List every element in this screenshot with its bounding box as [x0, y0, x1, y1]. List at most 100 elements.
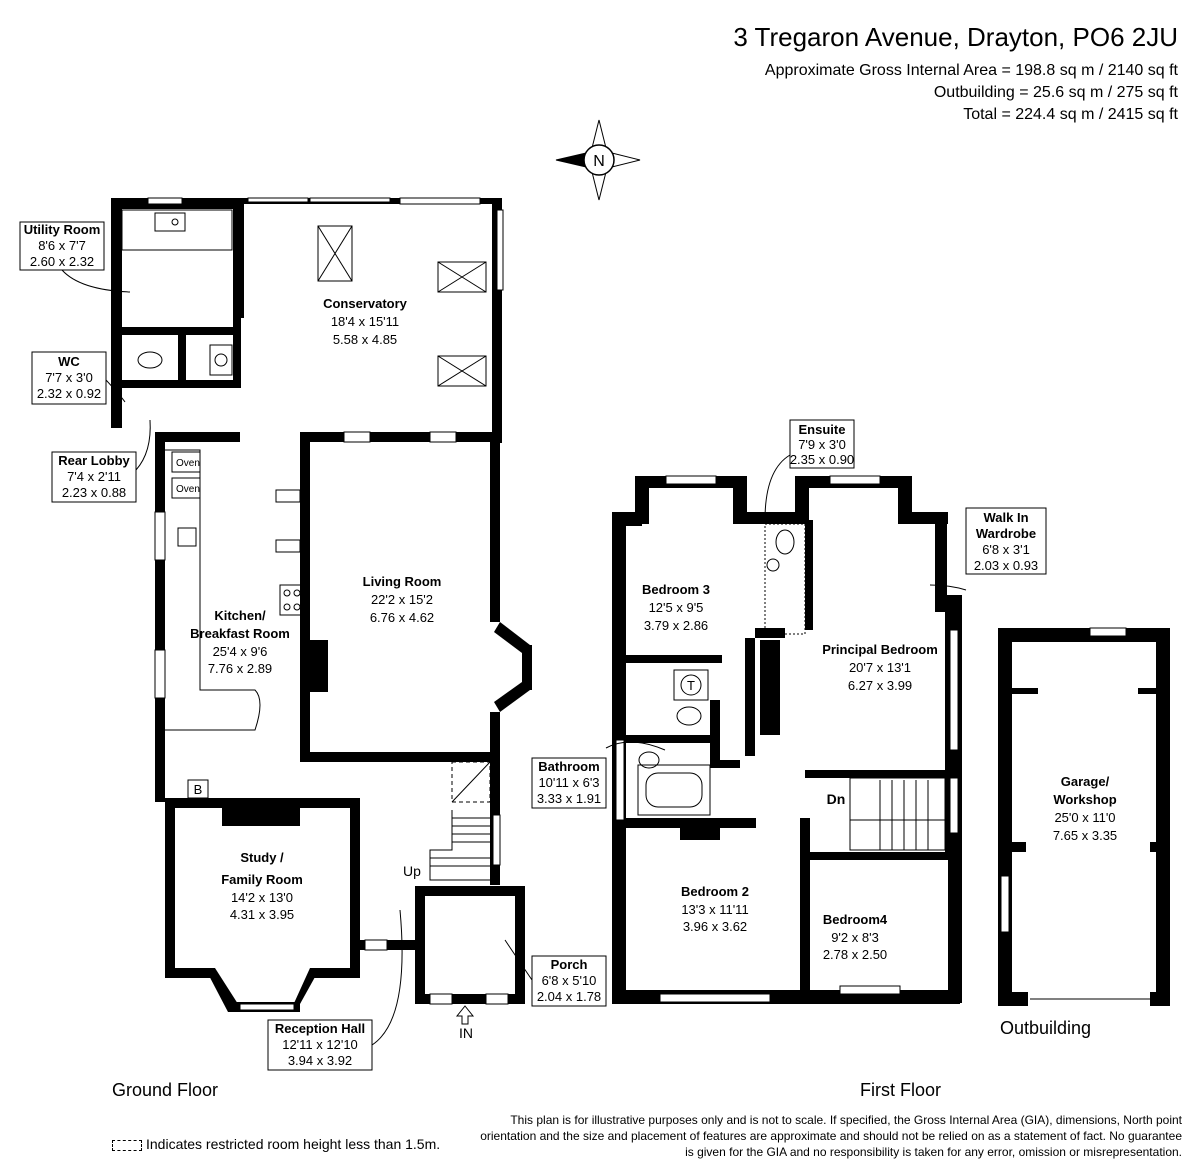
room-label-wc: WC 7'7 x 3'0 2.32 x 0.92	[31, 351, 107, 405]
reception-imperial: 12'11 x 12'10	[282, 1037, 358, 1052]
reception-metric: 3.94 x 3.92	[288, 1053, 352, 1068]
total-area: Total = 224.4 sq m / 2415 sq ft	[963, 106, 1178, 123]
garage-name-2: Workshop	[1053, 792, 1116, 807]
bed4-metric: 2.78 x 2.50	[823, 947, 887, 962]
walkin-imperial: 6'8 x 3'1	[982, 542, 1030, 557]
outbuilding-walls	[998, 627, 1170, 1006]
conservatory-metric: 5.58 x 4.85	[333, 332, 397, 347]
room-label-bed3: Bedroom 3 12'5 x 9'5 3.79 x 2.86	[642, 582, 710, 633]
room-label-bathroom: Bathroom 10'11 x 6'3 3.33 x 1.91	[531, 757, 607, 809]
water-tank-label: T	[687, 678, 695, 693]
ground-floor-fixtures: Oven Oven B IN Up	[121, 209, 491, 1041]
room-label-study: Study / Family Room 14'2 x 13'0 4.31 x 3…	[221, 850, 303, 922]
stairs-down-label: Dn	[827, 791, 846, 807]
property-address: 3 Tregaron Avenue, Drayton, PO6 2JU	[733, 22, 1178, 52]
first-floor-fixtures: T Dn	[637, 523, 946, 851]
outbuilding-area: Outbuilding = 25.6 sq m / 275 sq ft	[933, 84, 1178, 101]
oven-2-label: Oven	[176, 484, 200, 495]
study-imperial: 14'2 x 13'0	[231, 890, 293, 905]
wc-metric: 2.32 x 0.92	[37, 386, 101, 401]
room-label-living: Living Room 22'2 x 15'2 6.76 x 4.62	[363, 574, 442, 625]
garage-name-1: Garage/	[1061, 774, 1110, 789]
principal-imperial: 20'7 x 13'1	[849, 660, 911, 675]
living-name: Living Room	[363, 574, 442, 589]
room-label-utility: Utility Room 8'6 x 7'7 2.60 x 2.32	[19, 221, 105, 271]
room-label-bed4: Bedroom4 9'2 x 8'3 2.78 x 2.50	[823, 912, 888, 962]
living-metric: 6.76 x 4.62	[370, 610, 434, 625]
kitchen-imperial: 25'4 x 9'6	[213, 644, 268, 659]
ensuite-imperial: 7'9 x 3'0	[798, 437, 846, 452]
bed3-imperial: 12'5 x 9'5	[649, 600, 704, 615]
porch-imperial: 6'8 x 5'10	[542, 973, 597, 988]
oven-1-label: Oven	[176, 458, 200, 469]
room-label-principal: Principal Bedroom 20'7 x 13'1 6.27 x 3.9…	[822, 642, 938, 693]
compass-north-label: N	[593, 153, 605, 170]
ground-floor-windows	[147, 197, 509, 1011]
reception-name: Reception Hall	[275, 1021, 365, 1036]
ground-floor-walls	[111, 198, 532, 1012]
disclaimer: This plan is for illustrative purposes o…	[480, 1113, 1182, 1159]
outbuilding-label: Outbuilding	[1000, 1018, 1092, 1038]
room-label-porch: Porch 6'8 x 5'10 2.04 x 1.78	[531, 955, 607, 1007]
study-metric: 4.31 x 3.95	[230, 907, 294, 922]
study-name-1: Study /	[240, 850, 284, 865]
kitchen-metric: 7.76 x 2.89	[208, 661, 272, 676]
conservatory-imperial: 18'4 x 15'11	[331, 314, 399, 329]
rear-lobby-name: Rear Lobby	[58, 453, 130, 468]
ensuite-metric: 2.35 x 0.90	[790, 452, 854, 467]
rear-lobby-metric: 2.23 x 0.88	[62, 485, 126, 500]
principal-name: Principal Bedroom	[822, 642, 938, 657]
bed4-imperial: 9'2 x 8'3	[831, 930, 879, 945]
leader-lines	[61, 269, 967, 1046]
gross-internal-area: Approximate Gross Internal Area = 198.8 …	[764, 62, 1178, 79]
utility-imperial: 8'6 x 7'7	[38, 238, 86, 253]
ground-floor-label: Ground Floor	[112, 1080, 219, 1100]
first-floor-walls	[612, 476, 962, 1004]
conservatory-name: Conservatory	[323, 296, 408, 311]
porch-metric: 2.04 x 1.78	[537, 989, 601, 1004]
legend-text: Indicates restricted room height less th…	[146, 1136, 441, 1152]
room-label-rear-lobby: Rear Lobby 7'4 x 2'11 2.23 x 0.88	[51, 451, 137, 503]
stairs-up-label: Up	[403, 863, 421, 879]
bed3-metric: 3.79 x 2.86	[644, 618, 708, 633]
first-floor-label: First Floor	[860, 1080, 941, 1100]
entrance-label: IN	[459, 1025, 473, 1041]
bed2-metric: 3.96 x 3.62	[683, 919, 747, 934]
room-label-walkin: Walk In Wardrobe 6'8 x 3'1 2.03 x 0.93	[965, 507, 1047, 575]
dashed-box-icon	[112, 1139, 142, 1151]
bathroom-metric: 3.33 x 1.91	[537, 791, 601, 806]
porch-name: Porch	[551, 957, 588, 972]
walkin-name-2: Wardrobe	[976, 526, 1036, 541]
study-name-2: Family Room	[221, 872, 303, 887]
bed2-name: Bedroom 2	[681, 884, 749, 899]
wc-imperial: 7'7 x 3'0	[45, 370, 93, 385]
room-label-kitchen: Kitchen/ Breakfast Room 25'4 x 9'6 7.76 …	[190, 608, 290, 676]
walkin-name-1: Walk In	[983, 510, 1028, 525]
room-label-reception: Reception Hall 12'11 x 12'10 3.94 x 3.92	[267, 1019, 373, 1071]
restricted-height-legend: Indicates restricted room height less th…	[112, 1136, 440, 1152]
walkin-metric: 2.03 x 0.93	[974, 558, 1038, 573]
first-floor-windows	[615, 475, 959, 1003]
bathroom-imperial: 10'11 x 6'3	[538, 775, 599, 790]
bed3-name: Bedroom 3	[642, 582, 710, 597]
boiler-label: B	[194, 782, 203, 797]
room-label-garage: Garage/ Workshop 25'0 x 11'0 7.65 x 3.35	[1053, 774, 1117, 843]
kitchen-name-1: Kitchen/	[214, 608, 266, 623]
north-compass-icon: N	[555, 119, 641, 201]
garage-metric: 7.65 x 3.35	[1053, 828, 1117, 843]
garage-imperial: 25'0 x 11'0	[1054, 810, 1115, 825]
room-label-bed2: Bedroom 2 13'3 x 11'11 3.96 x 3.62	[681, 884, 749, 934]
room-label-ensuite: Ensuite 7'9 x 3'0 2.35 x 0.90	[789, 419, 855, 469]
kitchen-name-2: Breakfast Room	[190, 626, 290, 641]
wc-name: WC	[58, 354, 80, 369]
living-imperial: 22'2 x 15'2	[371, 592, 433, 607]
ensuite-name: Ensuite	[799, 422, 846, 437]
bathroom-name: Bathroom	[538, 759, 599, 774]
utility-metric: 2.60 x 2.32	[30, 254, 94, 269]
room-label-conservatory: Conservatory 18'4 x 15'11 5.58 x 4.85	[323, 296, 408, 347]
principal-metric: 6.27 x 3.99	[848, 678, 912, 693]
bed2-imperial: 13'3 x 11'11	[681, 902, 748, 917]
rear-lobby-imperial: 7'4 x 2'11	[67, 469, 121, 484]
utility-name: Utility Room	[24, 222, 101, 237]
